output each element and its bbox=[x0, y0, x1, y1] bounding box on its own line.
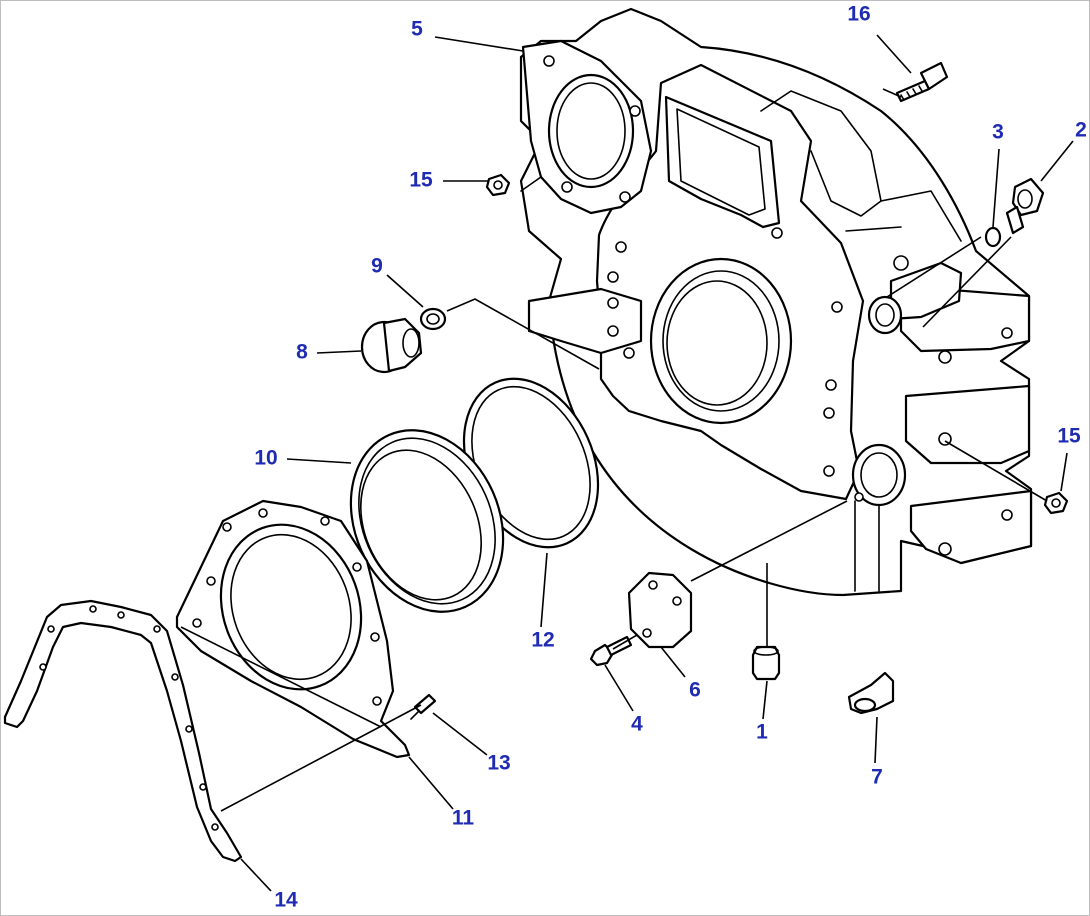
callout-15-upper: 15 bbox=[409, 169, 433, 192]
callout-8: 8 bbox=[296, 341, 308, 364]
callout-labels: 16 5 3 2 15 9 8 10 15 12 6 4 1 13 7 11 1… bbox=[254, 3, 1087, 912]
plug-1 bbox=[751, 645, 781, 681]
o-ring-9 bbox=[419, 307, 447, 331]
o-ring-3 bbox=[984, 226, 1002, 248]
callout-16: 16 bbox=[847, 3, 870, 26]
callout-9: 9 bbox=[371, 255, 383, 278]
callout-5: 5 bbox=[411, 18, 423, 41]
cover-6 bbox=[627, 571, 693, 649]
flywheel-housing bbox=[519, 7, 1033, 597]
leader-lines bbox=[180, 34, 1074, 892]
callout-11: 11 bbox=[452, 807, 475, 830]
callout-13: 13 bbox=[487, 752, 510, 775]
clip-7 bbox=[847, 671, 895, 715]
callout-7: 7 bbox=[871, 766, 883, 789]
plug-2 bbox=[1005, 177, 1045, 235]
seal-cover-11 bbox=[175, 499, 411, 759]
callout-2: 2 bbox=[1075, 119, 1087, 142]
callout-12: 12 bbox=[531, 629, 554, 652]
callout-14: 14 bbox=[274, 889, 298, 912]
callout-4: 4 bbox=[631, 713, 643, 736]
bolt-13 bbox=[410, 693, 437, 720]
callout-6: 6 bbox=[689, 679, 701, 702]
oil-seal-10 bbox=[349, 429, 505, 613]
callout-1: 1 bbox=[756, 721, 768, 744]
callout-3: 3 bbox=[992, 121, 1004, 144]
nut-15-upper bbox=[485, 173, 511, 197]
plug-8 bbox=[360, 317, 423, 374]
callout-15-right: 15 bbox=[1057, 425, 1081, 448]
callout-10: 10 bbox=[254, 447, 277, 470]
nut-15-right bbox=[1043, 491, 1069, 515]
gasket-14 bbox=[3, 599, 243, 863]
bolt-16 bbox=[895, 61, 949, 103]
